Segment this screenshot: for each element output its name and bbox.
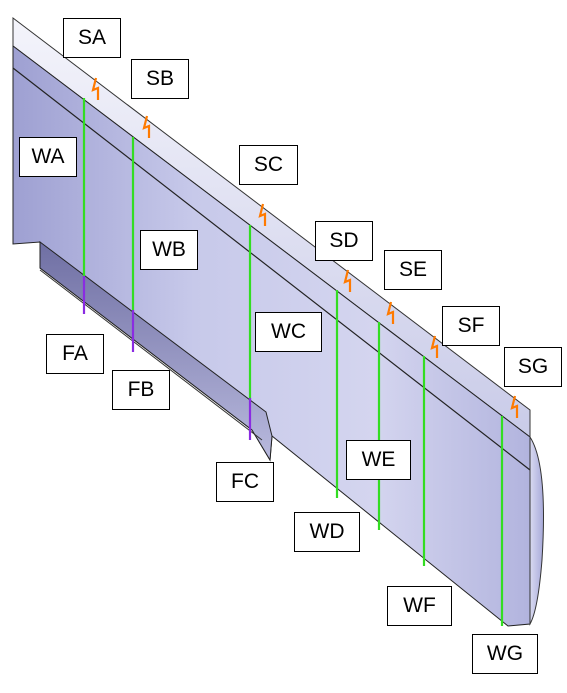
sensor-mark-d (343, 269, 352, 292)
label-sf: SF (442, 306, 500, 346)
label-we: WE (346, 440, 411, 480)
flap-lines (82, 276, 252, 440)
sensor-mark-f (430, 335, 439, 358)
flap-hinge-line (39, 269, 263, 441)
flap-surface (39, 240, 273, 462)
label-sb: SB (131, 59, 189, 99)
label-wg: WG (472, 634, 538, 674)
sensor-mark-e (386, 301, 395, 324)
sensor-mark-c (258, 203, 267, 226)
label-wd: WD (294, 512, 360, 552)
label-sg: SG (504, 347, 562, 387)
label-fa: FA (46, 334, 104, 374)
strain-lines (82, 98, 504, 626)
label-sd: SD (315, 221, 373, 261)
label-fc: FC (216, 462, 274, 502)
sensor-mark-g (510, 395, 519, 418)
wing-tip (529, 435, 544, 626)
sensor-mark-a (91, 77, 100, 100)
sensor-marks (91, 77, 519, 418)
label-fb: FB (112, 370, 170, 410)
spar-line (12, 67, 531, 471)
label-wc: WC (255, 312, 322, 352)
label-wb: WB (140, 230, 198, 270)
label-sa: SA (63, 18, 121, 58)
label-se: SE (384, 250, 442, 290)
label-sc: SC (239, 145, 298, 185)
sensor-mark-b (142, 115, 151, 138)
label-wf: WF (387, 586, 452, 626)
label-wa: WA (19, 137, 77, 177)
